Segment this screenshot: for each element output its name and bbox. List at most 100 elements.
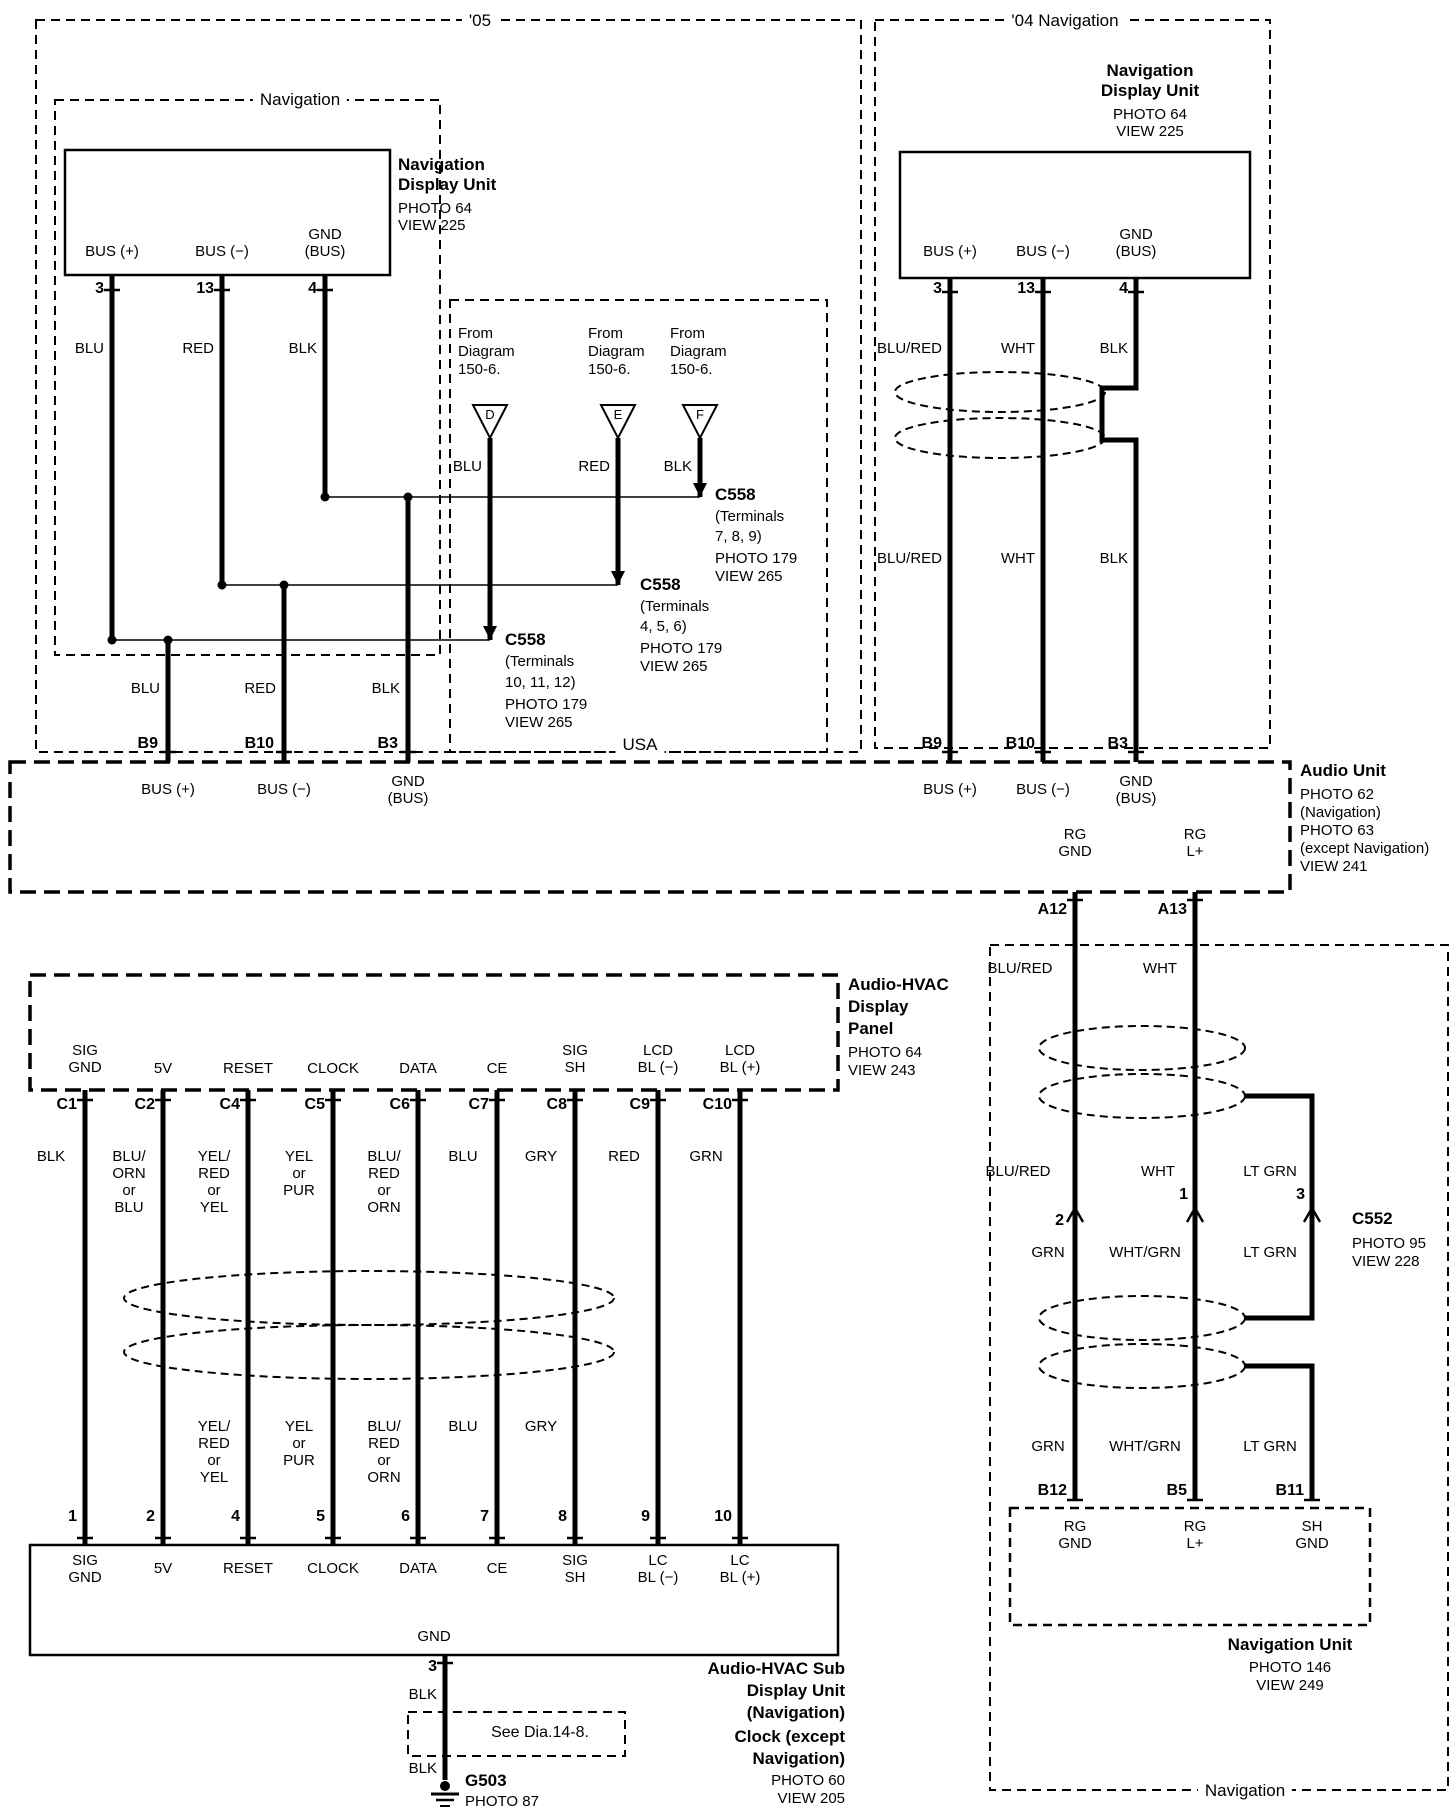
from-diagram-2: From Diagram 150-6. (588, 325, 645, 378)
audio-note1: (Navigation) (1300, 804, 1381, 821)
region-label-04: '04 Navigation (1004, 12, 1126, 29)
panel-title-2: Display (848, 997, 909, 1016)
panel-pin-data: DATA (399, 1060, 437, 1077)
conn-a13: A13 (1157, 901, 1187, 918)
panel-pin-lcd-bl-pos: LCD BL (+) (719, 1042, 761, 1076)
conn04-b3: B3 (1107, 735, 1128, 752)
panel-view: VIEW 243 (848, 1062, 916, 1079)
conn05-b10: B10 (244, 735, 274, 752)
shield-hvac-top (123, 1270, 615, 1326)
panel-pin-ce: CE (486, 1060, 508, 1077)
audio-left-bus-pos: BUS (+) (141, 781, 195, 798)
du04-pin-bus-neg: BUS (−) (1016, 243, 1070, 260)
subunit-view: VIEW 205 (777, 1790, 845, 1807)
navlow-c4-w3: LT GRN (1243, 1438, 1297, 1455)
c558-2-l1: (Terminals (640, 598, 710, 615)
du05-pin-num-4: 4 (308, 280, 317, 297)
subunit-title-4: Clock (except (734, 1727, 845, 1746)
subunit-title-5: Navigation) (752, 1749, 845, 1768)
navlow-c2-w2: WHT (1140, 1163, 1176, 1180)
du04-view: VIEW 225 (1116, 123, 1184, 140)
triangle-letter-d: D (485, 407, 495, 422)
navunit-title: Navigation Unit (1227, 1635, 1353, 1654)
conn05-b3: B3 (377, 735, 398, 752)
conn05-b9: B9 (137, 735, 158, 752)
navlow-c1-w1: BLU/RED (987, 960, 1053, 977)
triangle-f (681, 404, 719, 441)
wire05-blu-lower: BLU (130, 680, 160, 697)
audio-photo1: PHOTO 62 (1300, 786, 1374, 803)
wire04-blured: BLU/RED (876, 340, 942, 357)
shield-04-top (894, 371, 1106, 413)
c552-view: VIEW 228 (1352, 1253, 1420, 1270)
color-c1: BLK (36, 1148, 66, 1165)
navlow-c1-w2: WHT (1142, 960, 1178, 977)
wires-05 (109, 275, 703, 762)
box-audio-hvac-panel (28, 973, 840, 1092)
wire05-blk-lower: BLK (371, 680, 400, 697)
sub-pin-sig-gnd: SIG GND (68, 1552, 102, 1586)
panel-title-1: Audio-HVAC (848, 975, 949, 994)
gnd-pin-num-3: 3 (428, 1658, 437, 1675)
pin-num-5: 5 (316, 1508, 325, 1525)
ground-symbol (431, 1781, 459, 1807)
c552-pin-2: 2 (1055, 1212, 1064, 1229)
branch-red: RED (578, 458, 610, 475)
wire04-wht: WHT (1000, 340, 1035, 357)
shield-r2-bottom (1038, 1343, 1246, 1389)
panel-pin-sig-sh: SIG SH (562, 1042, 588, 1076)
conn-c8: C8 (546, 1096, 567, 1113)
audio-title: Audio Unit (1300, 761, 1386, 780)
shield-r2-top (1038, 1295, 1246, 1341)
sub-pin-ce: CE (486, 1560, 508, 1577)
conn-c10: C10 (702, 1096, 732, 1113)
c558-3-name: C558 (505, 630, 546, 649)
color-c8: GRY (524, 1148, 558, 1165)
sub-pin-5v: 5V (153, 1560, 173, 1577)
du04-title-1: Navigation (1106, 61, 1194, 80)
gnd-wire-blk-1: BLK (408, 1686, 437, 1703)
du04-pin-gnd: GND (BUS) (1115, 226, 1157, 260)
box-audio-unit (8, 760, 1292, 894)
pin-num-6: 6 (401, 1508, 410, 1525)
wires-04 (947, 278, 1139, 762)
du05-pin-num-3: 3 (95, 280, 104, 297)
color-c4-lower: YEL/ RED or YEL (197, 1418, 231, 1486)
du05-title-1: Navigation (398, 155, 485, 174)
component-dashed-boxes (8, 760, 1292, 1092)
color-c7-lower: BLU (448, 1418, 478, 1435)
wire04-wht-lower: WHT (1000, 550, 1035, 567)
c558-1-photo: PHOTO 179 (715, 550, 798, 567)
wires-nav-lower (1072, 892, 1315, 1500)
pin-num-7: 7 (480, 1508, 489, 1525)
navlow-c2-w3: LT GRN (1243, 1163, 1297, 1180)
color-c5-lower: YEL or PUR (283, 1418, 315, 1469)
navlow-c4-w2: WHT/GRN (1109, 1438, 1181, 1455)
conn-b11: B11 (1275, 1482, 1304, 1499)
from-diagram-3: From Diagram 150-6. (670, 325, 727, 378)
wire04-blured-lower: BLU/RED (876, 550, 942, 567)
du04-photo: PHOTO 64 (1113, 106, 1187, 123)
branch-blk: BLK (663, 458, 692, 475)
navlow-c3-w2: WHT/GRN (1109, 1244, 1181, 1261)
wire04-blk-lower: BLK (1099, 550, 1128, 567)
c558-1-name: C558 (715, 485, 756, 504)
pin-num-10: 10 (714, 1508, 732, 1525)
panel-title-3: Panel (848, 1019, 894, 1038)
conn04-b10: B10 (1005, 735, 1035, 752)
c558-3-view: VIEW 265 (505, 714, 573, 731)
c558-2-name: C558 (640, 575, 681, 594)
triangle-letter-f: F (696, 407, 704, 422)
triangle-d (471, 404, 509, 441)
box-see-dia (407, 1711, 626, 1757)
c558-3-photo: PHOTO 179 (505, 696, 588, 713)
du04-pin-num-3: 3 (933, 280, 942, 297)
du05-pin-bus-neg: BUS (−) (195, 243, 249, 260)
color-c8-lower: GRY (524, 1418, 558, 1435)
box-05 (35, 19, 862, 753)
c552-pin-1: 1 (1179, 1186, 1188, 1203)
color-c10: GRN (689, 1148, 723, 1165)
audio-right-gnd: GND (BUS) (1115, 773, 1157, 807)
sub-pin-lc-bl-pos: LC BL (+) (719, 1552, 761, 1586)
conn-c2: C2 (134, 1096, 155, 1113)
